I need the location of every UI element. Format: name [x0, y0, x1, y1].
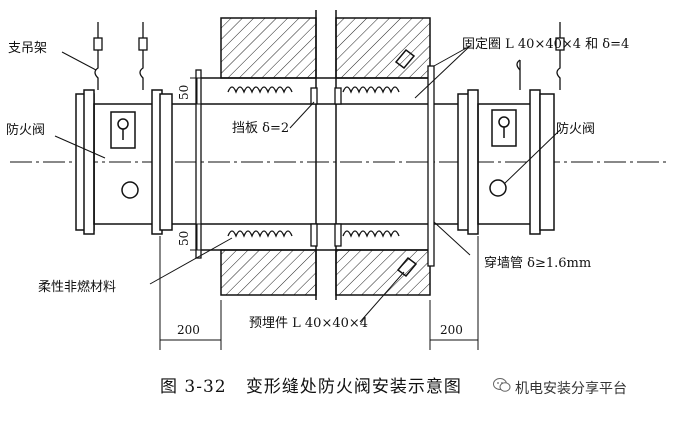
fixing-rings	[195, 65, 435, 267]
wall-blocks	[220, 10, 431, 300]
leader-lines	[54, 45, 561, 323]
label-flexible-material: 柔性非燃材料	[38, 280, 117, 295]
label-wall-pipe: 穿墙管 δ≥1.6mm	[484, 256, 592, 271]
fire-damper-right	[457, 89, 555, 235]
wechat-icon	[493, 378, 511, 392]
embedded-angles	[394, 48, 418, 278]
baffle-plates	[310, 87, 342, 247]
label-fixing-ring: 固定圈 L 40×40×4 和 δ=4	[462, 37, 630, 52]
wall-left-bottom	[220, 249, 317, 296]
hangers	[93, 22, 565, 90]
figure-title: 变形缝处防火阀安装示意图	[245, 377, 462, 397]
damper-knob-right	[489, 179, 507, 197]
wall-sleeve	[200, 77, 432, 251]
dim-left-length: 200	[177, 323, 200, 337]
label-damper-right: 防火阀	[556, 122, 596, 137]
wall-right-bottom	[335, 249, 431, 296]
dim-right-length: 200	[440, 323, 463, 337]
label-hanger: 支吊架	[8, 41, 48, 56]
dim-top-gap: 50	[177, 84, 191, 100]
fire-damper-left	[75, 89, 173, 235]
dim-bottom-gap: 50	[177, 230, 191, 246]
flexible-material-coils	[227, 86, 400, 238]
label-baffle: 挡板 δ=2	[232, 121, 290, 136]
watermark-text: 机电安装分享平台	[515, 381, 627, 397]
label-damper-left: 防火阀	[6, 123, 46, 138]
wall-right-top	[335, 17, 431, 79]
damper-knob-left	[121, 181, 139, 199]
label-embedded-part: 预埋件 L 40×40×4	[249, 316, 369, 331]
figure-caption: 图 3-32 变形缝处防火阀安装示意图	[160, 372, 462, 397]
figure-number: 图 3-32	[160, 377, 227, 397]
dimension-lines	[159, 77, 479, 350]
wall-left-top	[220, 17, 317, 79]
